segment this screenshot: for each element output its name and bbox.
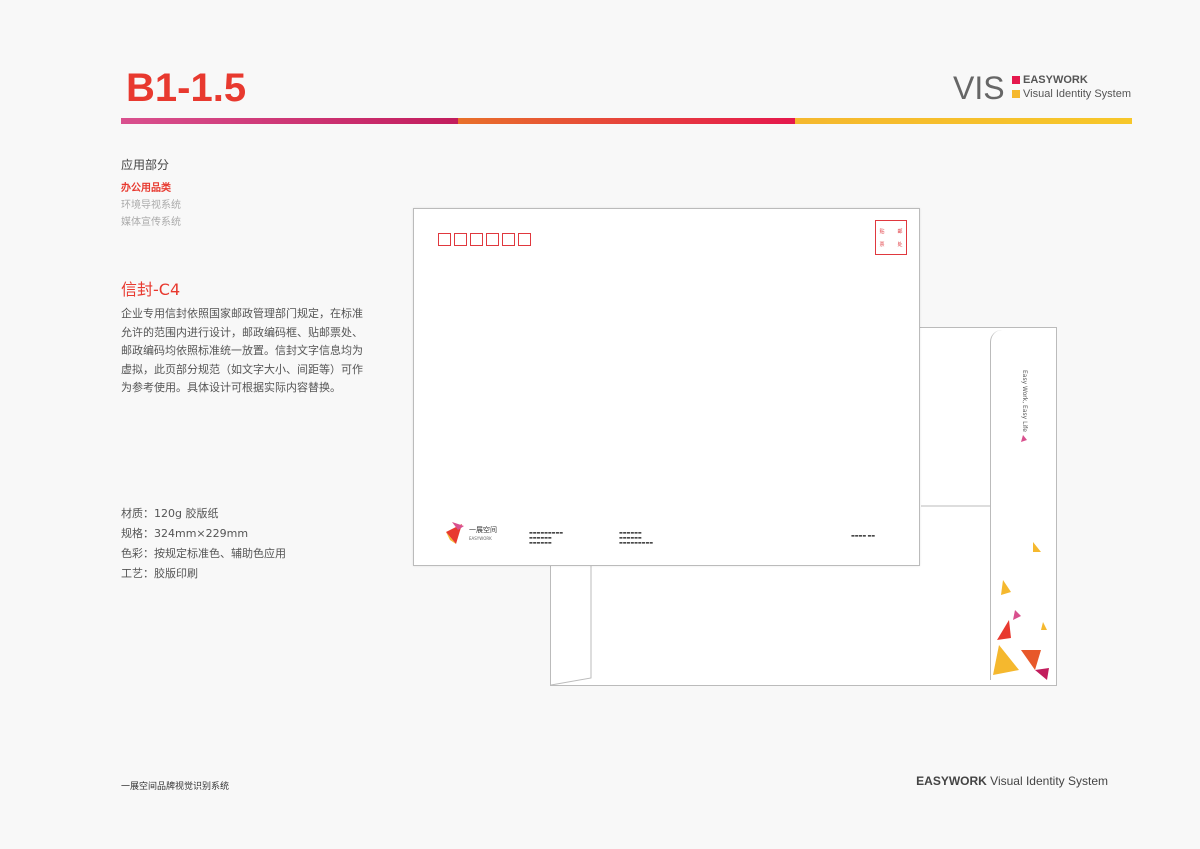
stamp-box: 贴邮票处: [875, 220, 907, 255]
spec-size: 规格：324mm×229mm: [121, 527, 249, 540]
logo-cn: 一展空间: [469, 526, 497, 534]
slogan: Easy Work, Easy Life: [1021, 370, 1028, 432]
contact-lines: ▬▬▬▬▬▬▬▬▬▬▬▬▬▬▬▬▬▬▬▬▬: [619, 530, 654, 545]
spec-process: 工艺：胶版印刷: [121, 567, 198, 580]
nav-item-office[interactable]: 办公用品类: [121, 183, 171, 194]
logo-en: EASYWORK: [469, 536, 492, 541]
nav-item-signage[interactable]: 环境导视系统: [121, 200, 181, 211]
nav-item-media[interactable]: 媒体宣传系统: [121, 217, 181, 228]
spec-material: 材质：120g 胶版纸: [121, 507, 219, 520]
footer-right: EASYWORK Visual Identity System: [916, 774, 1108, 788]
envelope-front: 贴邮票处 一展空间 EASYWORK ▬▬▬▬▬▬▬▬▬▬▬▬▬▬▬▬▬▬▬▬▬…: [413, 208, 920, 566]
spec-color: 色彩：按规定标准色、辅助色应用: [121, 547, 286, 560]
envelope-flap: Easy Work, Easy Life: [990, 330, 1053, 680]
brand-name: EASYWORK: [1012, 74, 1088, 86]
postcode-line: ▬▬▬▬ ▬▬: [851, 533, 876, 538]
address-lines: ▬▬▬▬▬▬▬▬▬▬▬▬▬▬▬▬▬▬▬▬▬: [529, 530, 564, 545]
brand-subtitle: Visual Identity System: [1012, 88, 1131, 100]
postal-code-boxes: [438, 233, 531, 246]
vis-label: VIS: [953, 70, 1005, 106]
item-title: 信封-C4: [121, 280, 181, 299]
item-description: 企业专用信封依照国家邮政管理部门规定，在标准允许的范围内进行设计，邮政编码框、贴…: [121, 307, 363, 394]
section-title: 应用部分: [121, 158, 170, 172]
footer-left: 一展空间品牌视觉识别系统: [121, 782, 230, 792]
logo-icon: [446, 522, 464, 544]
header-color-bar: [121, 118, 1132, 124]
page-code: B1-1.5: [126, 66, 247, 110]
decorative-triangles: [993, 435, 1049, 680]
